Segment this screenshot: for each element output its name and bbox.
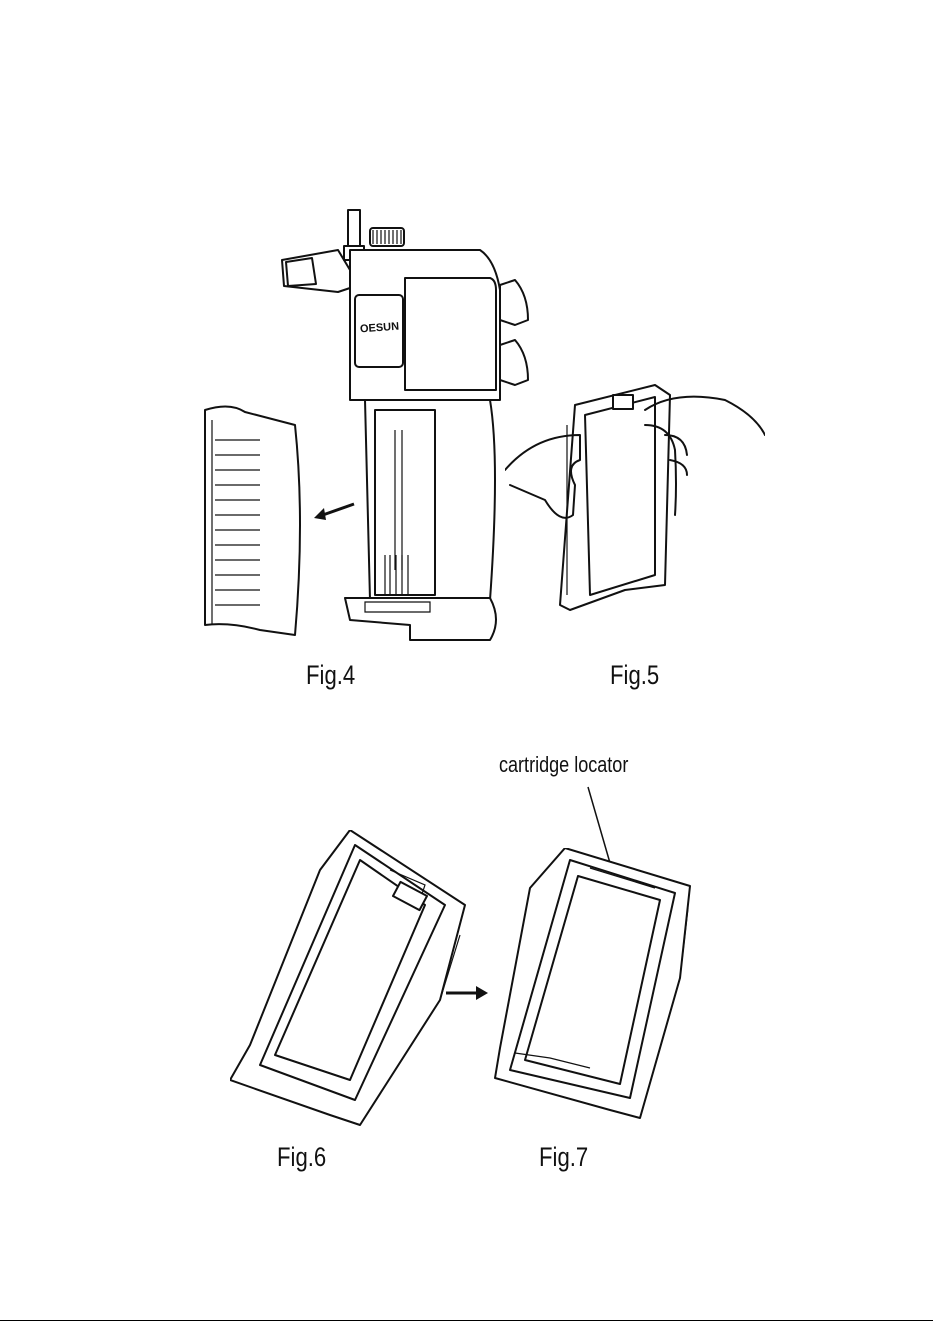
figure-5-illustration [505, 375, 765, 625]
figure-6-illustration [230, 830, 470, 1130]
arrow-left-icon [312, 500, 358, 522]
callout-cartridge-locator: cartridge locator [499, 752, 628, 778]
caption-fig-5: Fig.5 [610, 660, 659, 691]
caption-fig-4: Fig.4 [306, 660, 355, 691]
caption-fig-6: Fig.6 [277, 1142, 326, 1173]
arrow-right-icon [444, 982, 490, 1004]
caption-fig-7: Fig.7 [539, 1142, 588, 1173]
cartridge-cover-drawing [190, 400, 310, 640]
page-bottom-rule [0, 1320, 933, 1321]
figure-7-illustration [490, 848, 700, 1128]
